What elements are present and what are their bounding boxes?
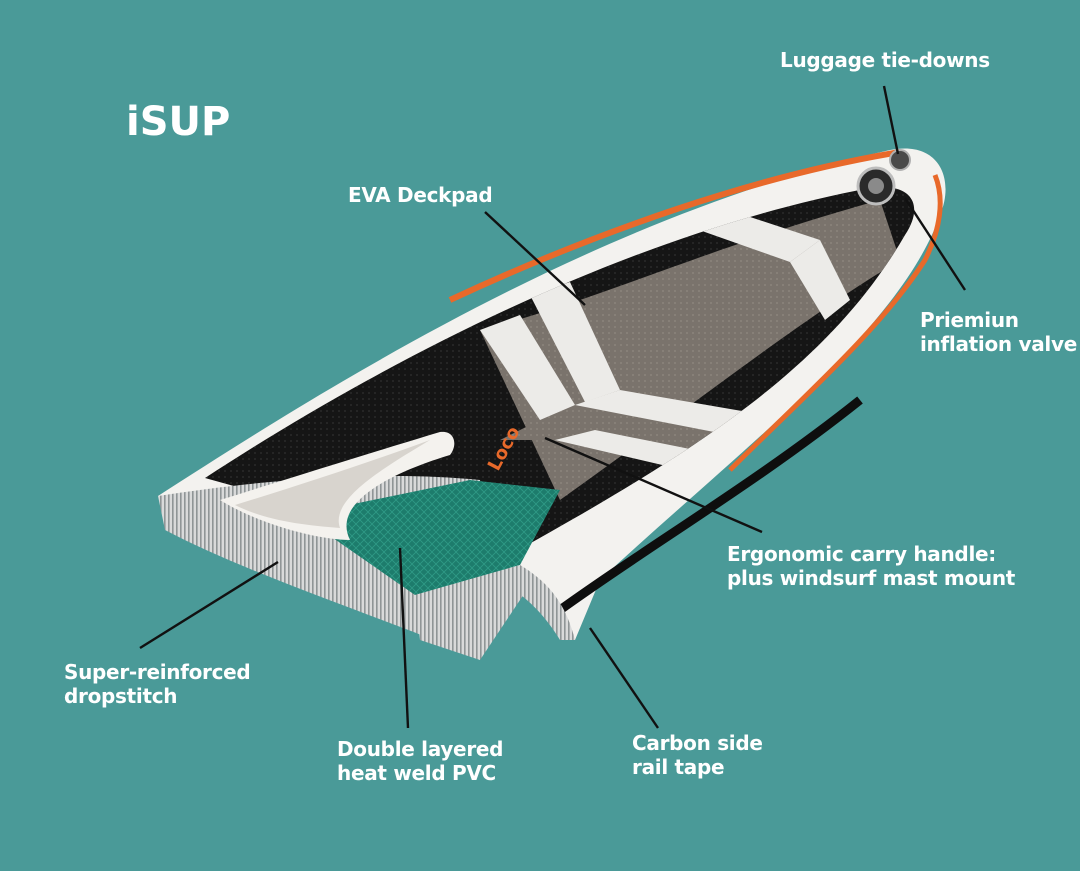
label-carbon-rail-tape: Carbon side rail tape	[632, 731, 763, 779]
carbon-rail	[557, 396, 863, 614]
callout-lines	[139, 85, 967, 729]
label-luggage-tie-downs: Luggage tie-downs	[780, 48, 990, 72]
label-pvc: Double layered heat weld PVC	[337, 737, 504, 785]
label-dropstitch: Super-reinforced dropstitch	[64, 660, 251, 708]
label-inflation-valve: Priemiun inflation valve	[920, 308, 1077, 356]
label-eva-deckpad: EVA Deckpad	[348, 183, 493, 207]
page-title: iSUP	[126, 99, 231, 145]
pvc-core	[300, 480, 560, 595]
tie-down-icon	[889, 149, 911, 171]
label-carry-handle: Ergonomic carry handle: plus windsurf ma…	[727, 542, 1016, 590]
orange-rail-right	[728, 174, 943, 472]
orange-rail-top	[448, 149, 901, 303]
